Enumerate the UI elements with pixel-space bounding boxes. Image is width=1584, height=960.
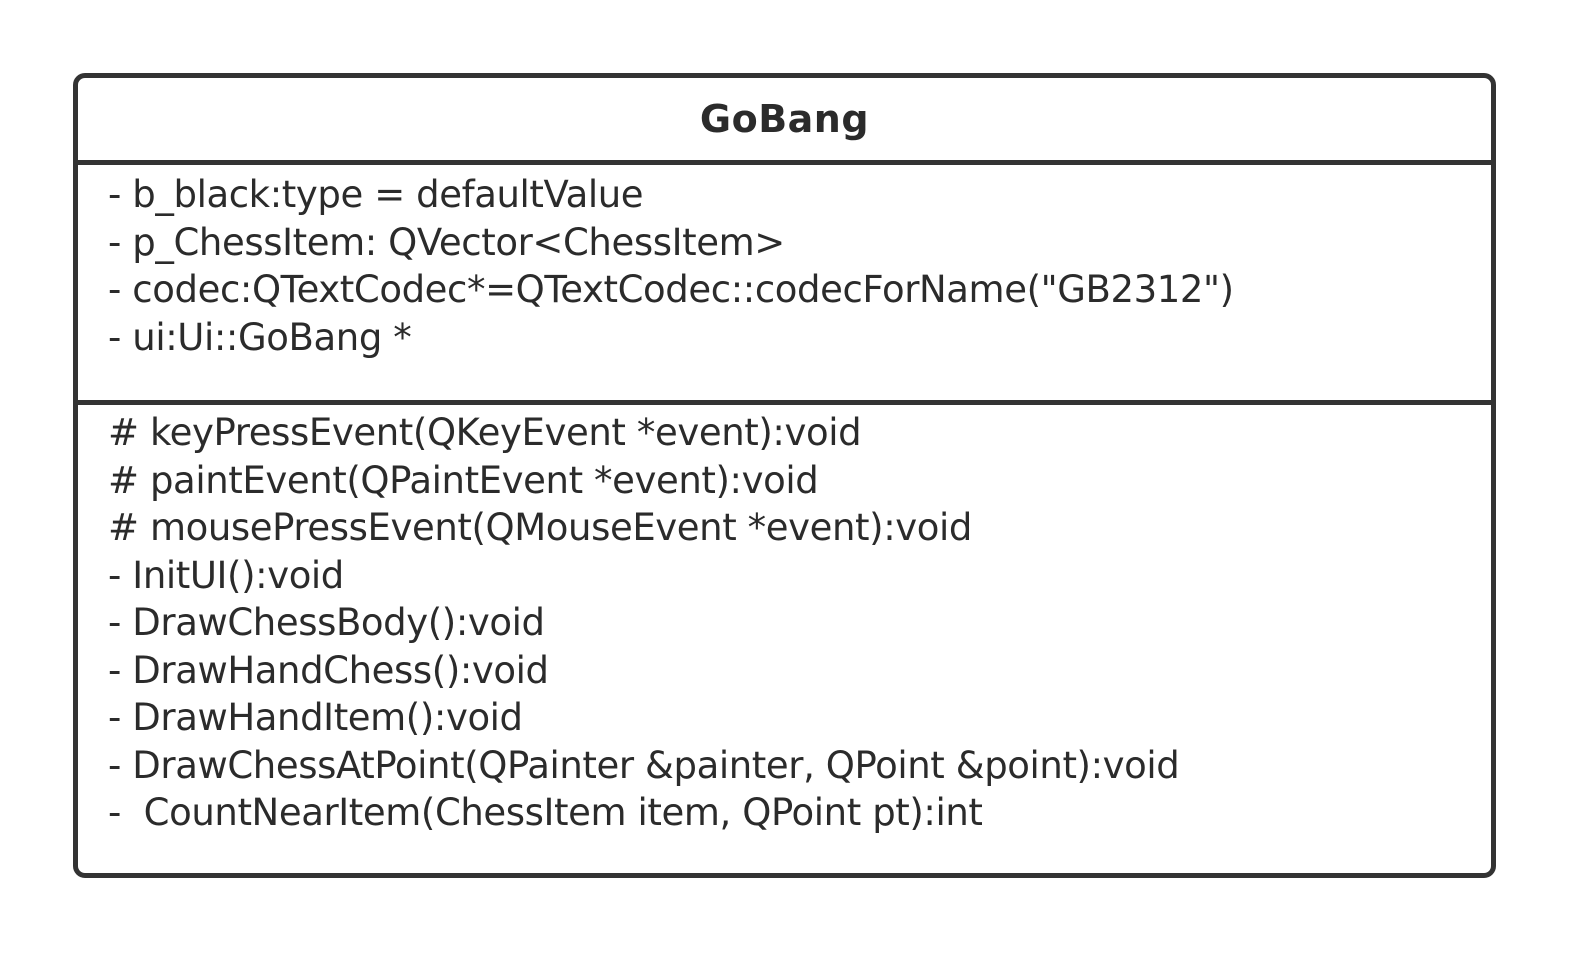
operation-item: - InitUI():void	[108, 553, 344, 597]
class-name: GoBang	[699, 97, 870, 141]
operation-item: - CountNearItem(ChessItem item, QPoint p…	[108, 791, 983, 834]
attribute-item: - p_ChessItem: QVector<ChessItem>	[108, 220, 785, 264]
operation-item: - DrawChessBody():void	[108, 601, 545, 644]
operation-item: # mousePressEvent(QMouseEvent *event):vo…	[108, 506, 972, 549]
operations-compartment: # keyPressEvent(QKeyEvent *event):void #…	[78, 405, 1491, 837]
operation-item: - DrawHandItem():void	[108, 696, 523, 739]
attribute-item: - ui:Ui::GoBang *	[108, 315, 412, 359]
operation-item: - DrawChessAtPoint(QPainter &painter, QP…	[108, 743, 1180, 787]
attributes-compartment: - b_black:type = defaultValue - p_ChessI…	[78, 165, 1491, 405]
attribute-item: - b_black:type = defaultValue	[108, 173, 644, 216]
attribute-item: - codec:QTextCodec*=QTextCodec::codecFor…	[108, 268, 1234, 311]
operation-item: - DrawHandChess():void	[108, 648, 549, 692]
operation-item: # paintEvent(QPaintEvent *event):void	[108, 458, 819, 502]
operation-item: # keyPressEvent(QKeyEvent *event):void	[108, 411, 862, 454]
class-name-compartment: GoBang	[78, 78, 1491, 165]
uml-class-box[interactable]: GoBang - b_black:type = defaultValue - p…	[73, 73, 1496, 878]
